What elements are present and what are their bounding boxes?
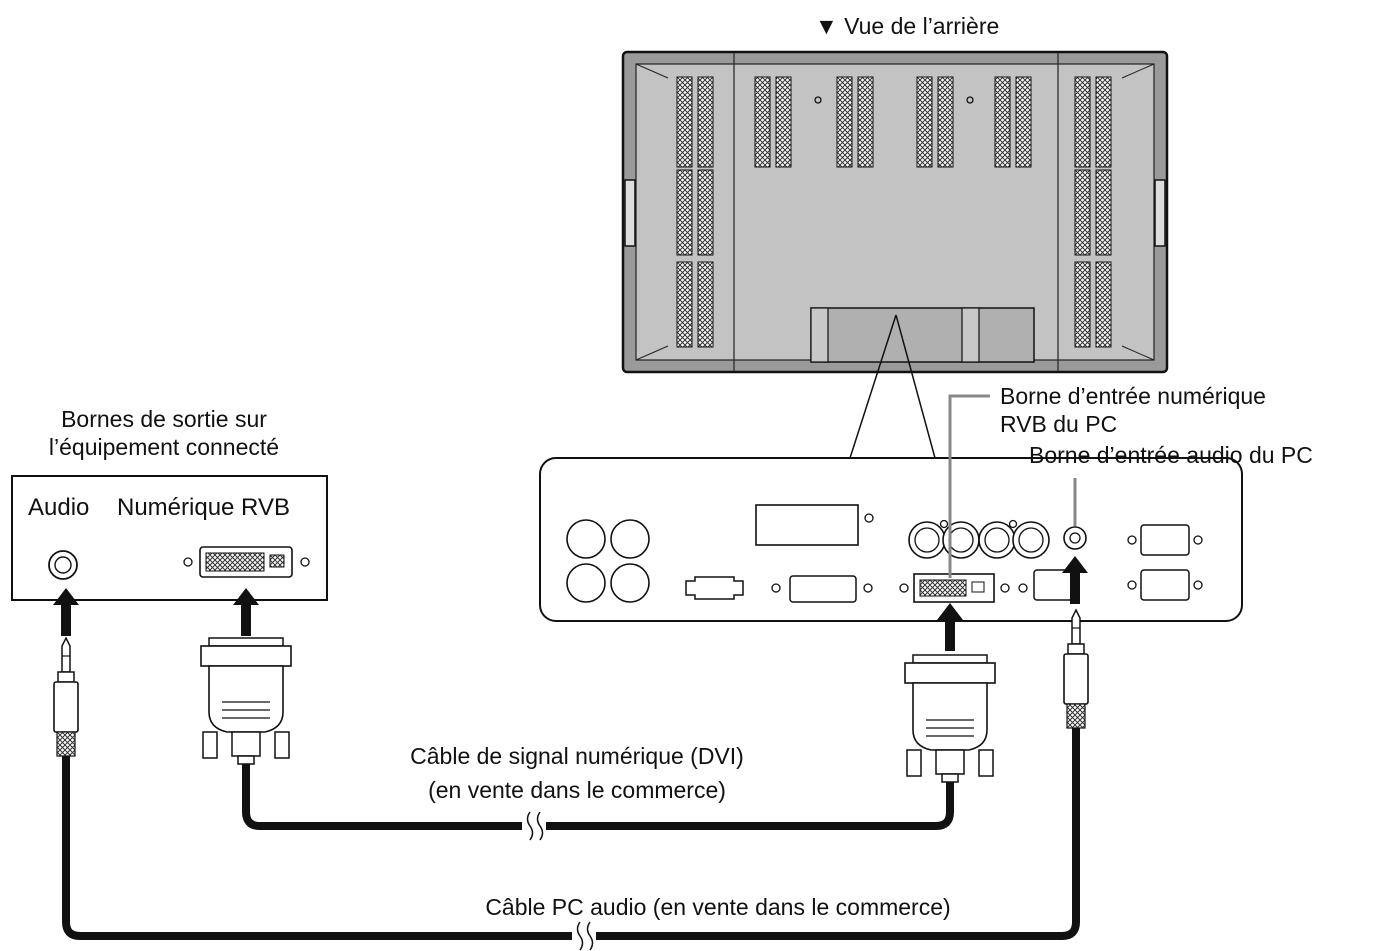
digital-input-label-line2: RVB du PC (1000, 411, 1117, 437)
callout-lines (948, 394, 1077, 578)
arrow-audio-monitor (1062, 556, 1088, 604)
arrow-audio-source (53, 588, 79, 636)
dvi-cable (242, 762, 954, 841)
source-audio-label: Audio (28, 494, 89, 521)
dvi-cable-label-line2: (en vente dans le commerce) (428, 777, 726, 803)
arrow-dvi-source (233, 588, 259, 636)
audio-cable-label: Câble PC audio (en vente dans le commerc… (485, 894, 950, 920)
audio-plug-source (53, 636, 79, 757)
digital-input-label-line1: Borne d’entrée numérique (1000, 383, 1266, 409)
source-device (11, 475, 328, 601)
source-rgb-label: Numérique RVB (117, 494, 290, 521)
audio-input-label: Borne d’entrée audio du PC (1029, 442, 1313, 468)
dvi-plug-source (200, 637, 292, 765)
monitor-rear (621, 50, 1169, 374)
arrow-dvi-monitor (937, 603, 963, 651)
dvi-label-bg (373, 738, 781, 808)
source-device-title-line2: l’équipement connecté (49, 434, 279, 460)
rear-view-title: ▼ Vue de l’arrière (815, 13, 999, 39)
dvi-plug-monitor (904, 654, 996, 783)
source-device-title-line1: Bornes de sortie sur (61, 406, 267, 432)
zoom-leader (849, 314, 936, 459)
terminal-panel (539, 457, 1243, 622)
arrows (53, 556, 1088, 651)
audio-cable (62, 725, 1080, 951)
audio-plug-monitor (1063, 608, 1089, 729)
dvi-cable-label-line1: Câble de signal numérique (DVI) (410, 743, 744, 769)
